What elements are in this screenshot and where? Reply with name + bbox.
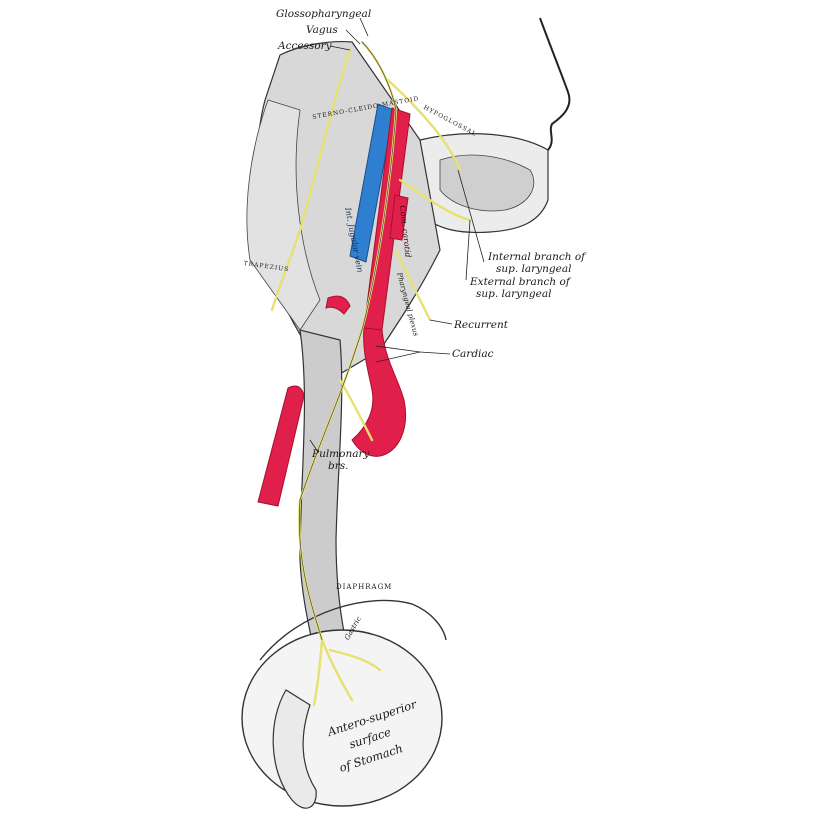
leader-external-branch	[465, 219, 471, 281]
tongue-muscle	[439, 154, 535, 212]
label-cardiac: Cardiac	[452, 348, 494, 360]
aortic-arch	[351, 327, 406, 457]
label-vagus: Vagus	[306, 24, 338, 36]
leader-cardiac-2	[375, 351, 421, 363]
label-external-branch-1: External branch of	[470, 276, 570, 288]
leader-recurrent	[429, 319, 453, 325]
nerve-outlines	[299, 41, 397, 641]
leader-internal-branch	[457, 169, 485, 263]
descending-artery	[257, 385, 305, 507]
internal-jugular-vein	[349, 103, 395, 263]
leader-lines	[309, 17, 485, 453]
external-carotid-artery	[389, 194, 409, 241]
subclavian-artery	[325, 295, 351, 315]
label-pulmonary-1: Pulmonary	[312, 448, 370, 460]
esophagus	[299, 329, 351, 661]
stomach	[241, 629, 443, 807]
label-internal-branch-2: sup. laryngeal	[496, 263, 572, 275]
label-pulmonary-2: brs.	[328, 460, 349, 472]
leader-glossopharyngeal	[359, 17, 369, 37]
leader-cardiac-1	[375, 345, 421, 353]
label-external-branch-2: sup. laryngeal	[476, 288, 552, 300]
label-glossopharyngeal: Glossopharyngeal	[276, 8, 372, 20]
label-accessory: Accessory	[278, 40, 332, 52]
duodenum	[272, 689, 317, 809]
trapezius-muscle	[246, 99, 321, 331]
leader-pulmonary	[309, 439, 319, 453]
label-internal-branch-1: Internal branch of	[488, 251, 586, 263]
leader-accessory	[329, 45, 351, 51]
diaphragm	[259, 599, 447, 661]
label-recurrent: Recurrent	[454, 319, 508, 331]
label-diaphragm: DIAPHRAGM	[336, 583, 393, 591]
leader-cardiac-3	[419, 351, 451, 355]
leader-vagus	[345, 29, 361, 45]
